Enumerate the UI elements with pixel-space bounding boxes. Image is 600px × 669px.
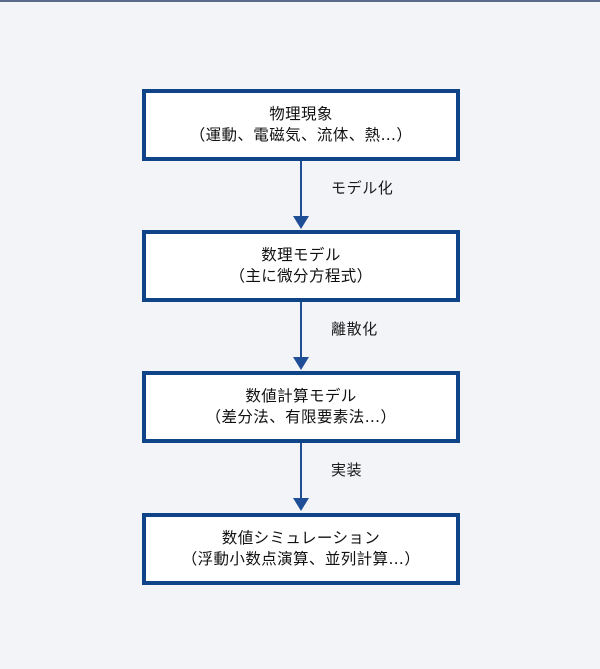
flow-edge-implementation: 実装 [0, 443, 600, 512]
flow-node-title: 物理現象 [269, 105, 333, 124]
flow-edge-label: 離散化 [331, 320, 378, 338]
top-border-rule [0, 0, 600, 2]
arrow-shaft [300, 302, 302, 359]
flow-node-mathematical-model[interactable]: 数理モデル （主に微分方程式） [142, 230, 460, 302]
flow-node-subtitle: （差分法、有限要素法…） [205, 408, 397, 426]
flow-node-title: 数値計算モデル [245, 387, 357, 406]
arrow-head-down-icon [293, 498, 309, 511]
flow-node-numerical-computation-model[interactable]: 数値計算モデル （差分法、有限要素法…） [142, 371, 460, 443]
arrow-head-down-icon [293, 216, 309, 229]
flow-node-physical-phenomenon[interactable]: 物理現象 （運動、電磁気、流体、熱…） [142, 89, 460, 161]
flow-edge-label: モデル化 [331, 179, 394, 197]
flow-node-title: 数値シミュレーション [221, 529, 381, 548]
arrow-shaft [300, 161, 302, 218]
flow-node-subtitle: （運動、電磁気、流体、熱…） [189, 126, 413, 144]
flow-node-subtitle: （主に微分方程式） [229, 267, 373, 285]
flow-edge-label: 実装 [331, 461, 363, 479]
flow-edge-modeling: モデル化 [0, 161, 600, 230]
flow-node-numerical-simulation[interactable]: 数値シミュレーション （浮動小数点演算、並列計算…） [142, 513, 460, 585]
arrow-shaft [300, 443, 302, 500]
arrow-head-down-icon [293, 357, 309, 370]
flow-node-title: 数理モデル [261, 246, 341, 265]
flow-node-subtitle: （浮動小数点演算、並列計算…） [181, 550, 421, 568]
flow-edge-discretization: 離散化 [0, 302, 600, 371]
